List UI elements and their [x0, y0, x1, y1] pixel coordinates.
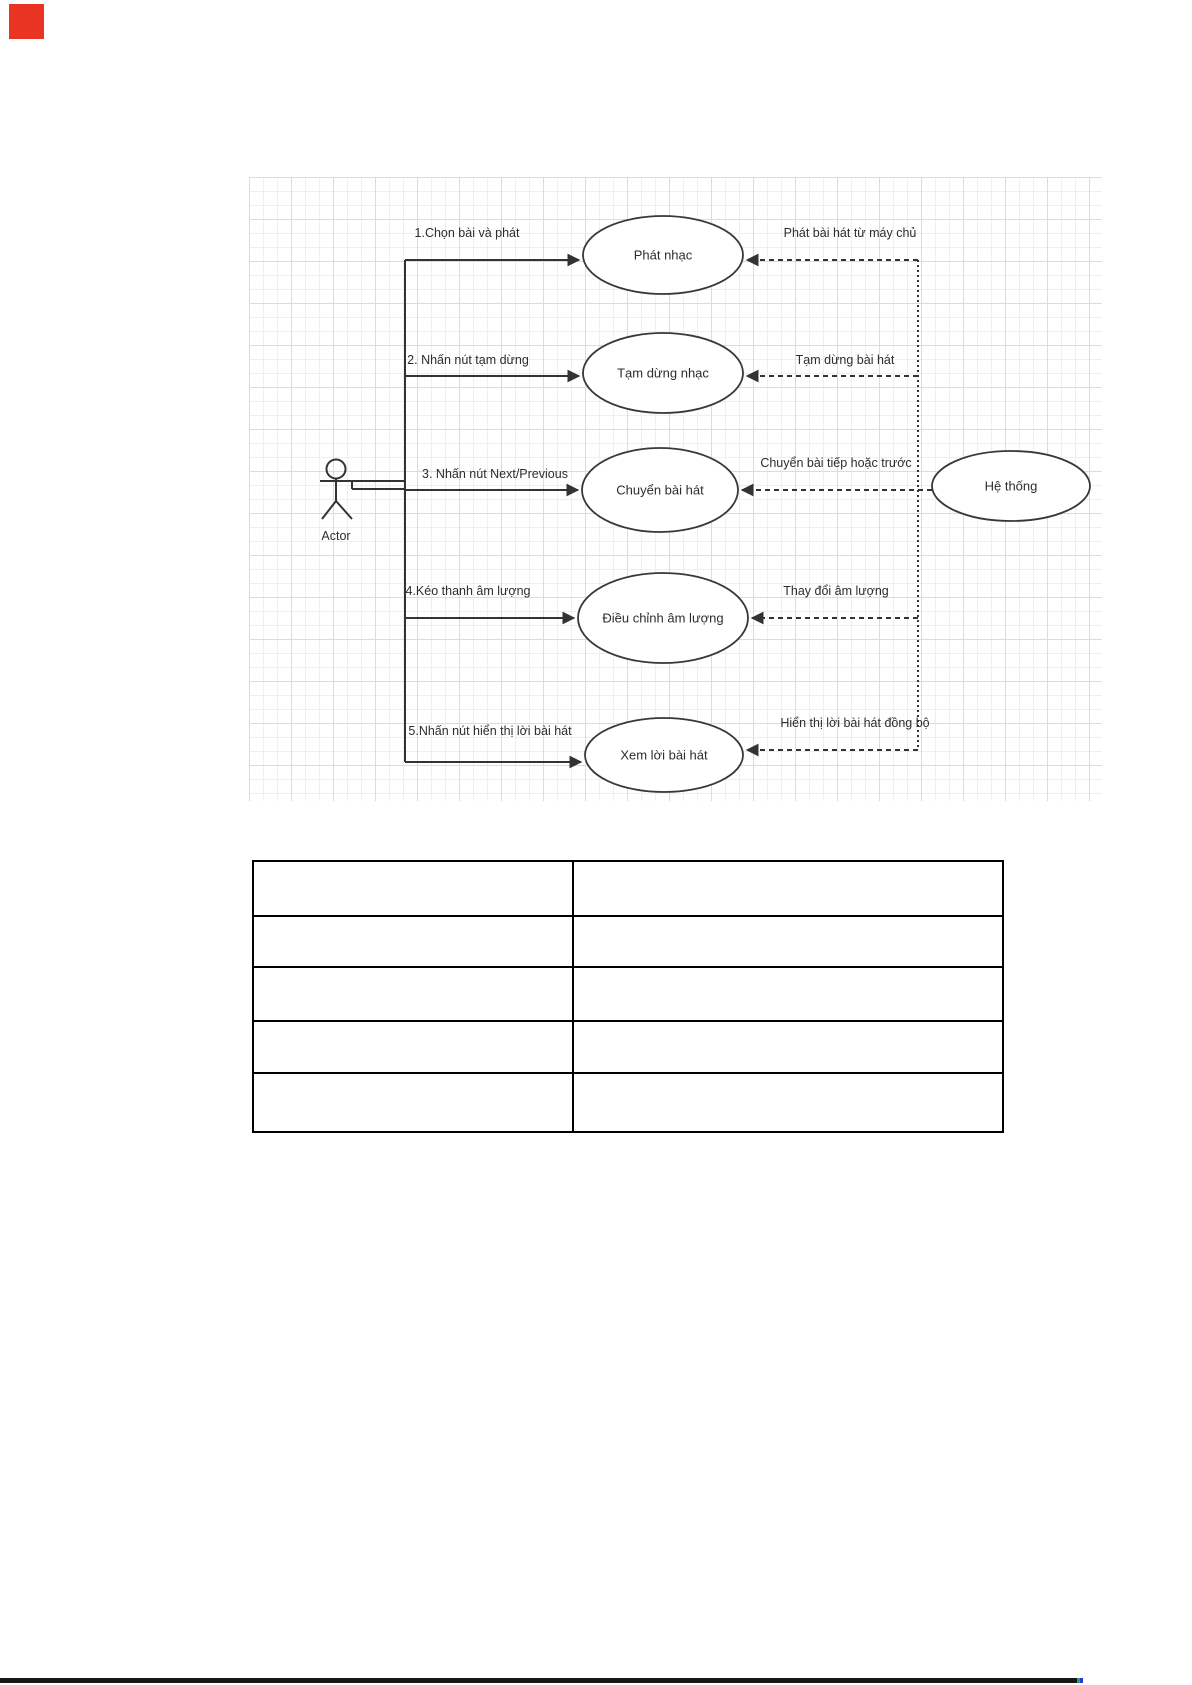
table-cell — [572, 1072, 1004, 1133]
table-row — [252, 966, 1004, 1022]
table-cell — [572, 966, 1004, 1022]
actor-leg-right — [335, 500, 353, 520]
use-case-ellipse-volume — [577, 572, 749, 664]
use-case-name-volume: Điều chỉnh âm lượng — [602, 611, 723, 626]
use-case-name-lyrics: Xem lời bài hát — [620, 748, 708, 763]
use-case-diagram: Actor Phá — [249, 177, 1102, 801]
diagram-canvas: Actor Phá — [320, 215, 1091, 793]
response-label-pause: Tạm dừng bài hát — [796, 353, 895, 367]
actor-leg-left — [321, 500, 337, 520]
actor-head — [325, 458, 347, 480]
table-row — [252, 914, 1004, 969]
response-label-next-prev: Chuyển bài tiếp hoặc trước — [760, 456, 911, 470]
use-case-name-pause: Tạm dừng nhạc — [617, 366, 709, 381]
table-cell — [252, 1072, 574, 1133]
actor-label: Actor — [321, 529, 350, 543]
spec-table — [252, 860, 1004, 1133]
action-label-next-prev: 3. Nhấn nút Next/Previous — [422, 467, 568, 481]
table-row — [252, 860, 1004, 917]
table-row — [252, 1019, 1004, 1075]
response-label-play: Phát bài hát từ máy chủ — [784, 226, 917, 240]
response-label-volume: Thay đổi âm lượng — [783, 584, 889, 598]
bottom-accent-blue — [1080, 1678, 1083, 1683]
use-case-ellipse-play — [582, 215, 744, 295]
action-label-pause: 2. Nhấn nút tạm dừng — [407, 353, 529, 367]
system-name: Hệ thống — [985, 479, 1038, 494]
use-case-ellipse-lyrics — [584, 717, 744, 793]
use-case-ellipse-next-prev — [581, 447, 739, 533]
table-cell — [572, 860, 1004, 917]
table-cell — [252, 860, 574, 917]
use-case-name-next-prev: Chuyển bài hát — [616, 483, 704, 498]
action-label-lyrics: 5.Nhấn nút hiển thị lời bài hát — [408, 724, 572, 738]
bottom-bar — [0, 1678, 1077, 1683]
table-cell — [572, 914, 1004, 969]
table-cell — [252, 914, 574, 969]
use-case-name-play: Phát nhạc — [634, 248, 693, 263]
action-label-volume: 4.Kéo thanh âm lượng — [406, 584, 531, 598]
response-label-lyrics: Hiển thị lời bài hát đồng bộ — [780, 716, 929, 730]
system-ellipse — [931, 450, 1091, 522]
use-case-ellipse-pause — [582, 332, 744, 414]
red-square-marker — [9, 4, 44, 39]
table-cell — [252, 966, 574, 1022]
action-label-play: 1.Chọn bài và phát — [415, 226, 520, 240]
table-cell — [252, 1019, 574, 1075]
actor-figure — [320, 458, 406, 520]
bottom-accent-teal — [1077, 1678, 1080, 1683]
table-row — [252, 1072, 1004, 1133]
table-cell — [572, 1019, 1004, 1075]
